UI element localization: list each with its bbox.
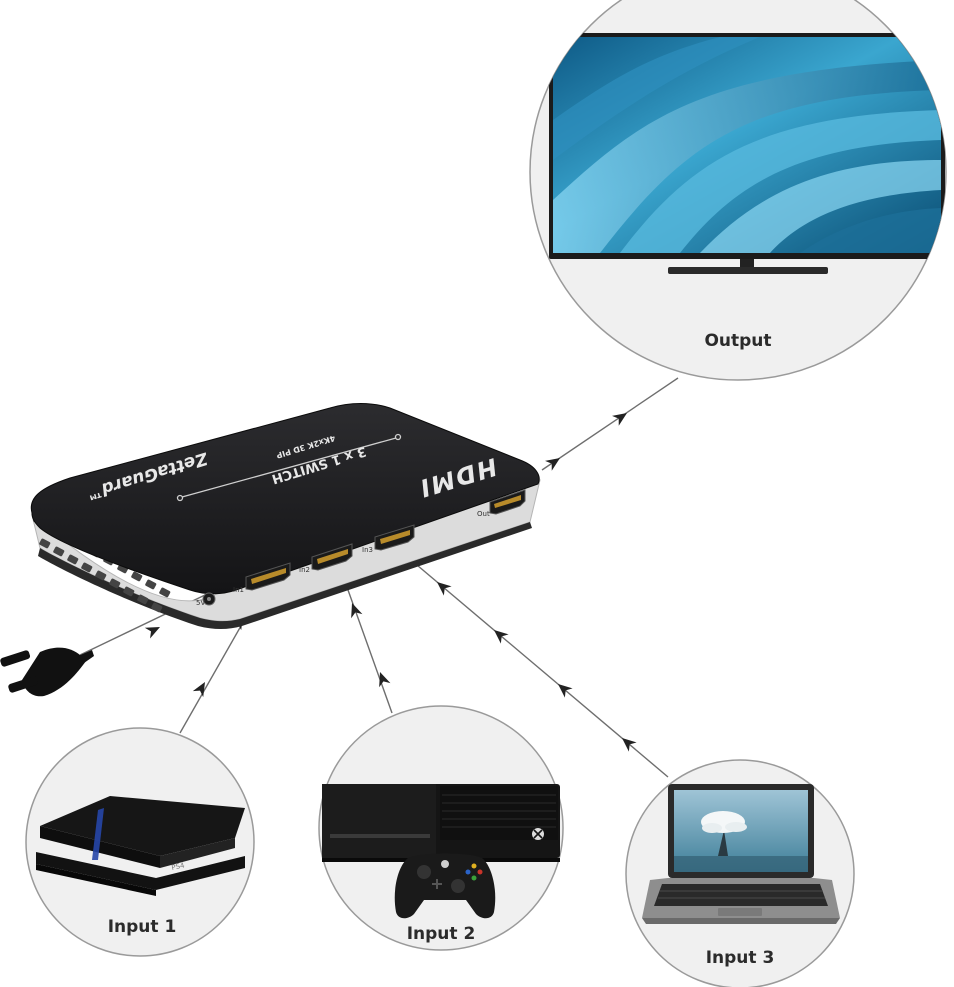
port-label-in3: In3 [362,546,373,554]
hdmi-switch-device: ZettaGuard™ 3 x 1 SWITCH 4Kx2K 3D PIP HD… [30,403,541,629]
port-in2[interactable]: In2 [299,543,353,574]
laptop-icon [642,784,840,924]
input2-connector [342,575,393,714]
output-label: Output [704,331,771,351]
input1-label: Input 1 [108,917,177,937]
arrow-icon [494,630,509,644]
tree-graphic [674,811,808,872]
input2-label: Input 2 [407,924,476,944]
input2-circle: Input 2 [318,705,564,951]
arrow-icon [622,738,637,752]
port-in3[interactable]: In3 [362,524,415,554]
port-in1[interactable]: In1 [233,562,291,594]
game-console-icon [322,784,560,862]
arrow-icon [437,582,452,596]
tv-icon [549,33,945,274]
arrow-icon [379,672,391,688]
device-trim-line [176,433,402,502]
arrow-icon [351,603,363,619]
console-brand: PS4 [171,861,186,872]
output-connector [541,377,679,471]
port-label-in2: In2 [299,566,310,574]
arrow-icon [612,413,627,426]
game-controller-icon [394,853,496,919]
input3-label: Input 3 [706,948,775,968]
arrow-icon [545,458,560,471]
arrow-icon [144,627,160,639]
power-plug-icon [0,647,94,697]
port-out[interactable]: Out [477,489,526,518]
arrow-icon [192,682,205,698]
game-console-icon: PS4 [36,796,245,896]
port-label-out: Out [477,510,490,518]
output-circle: Output [529,0,947,381]
dc-label: 5V [196,599,205,607]
port-label-in1: In1 [233,586,244,594]
arrow-icon [558,684,573,698]
input3-circle: Input 3 [625,759,855,987]
dc-power-jack[interactable]: 5V [196,592,216,607]
input1-circle: PS4 Input 1 [25,727,255,957]
